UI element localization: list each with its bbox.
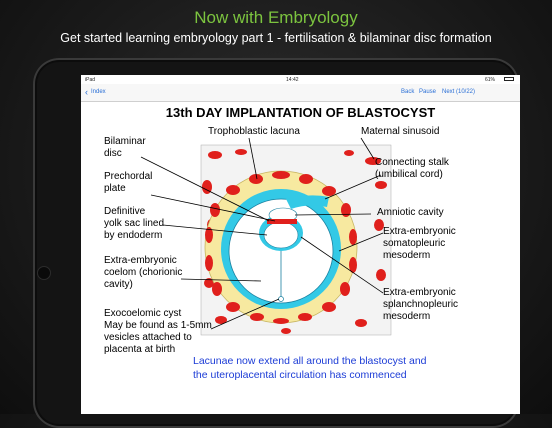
- promo-headline: Now with Embryology: [194, 8, 358, 27]
- next-button[interactable]: Next (10/22): [442, 89, 476, 95]
- label-trophoblastic-lacuna: Trophoblastic lacuna: [208, 126, 300, 137]
- promo-subheadline: Get started learning embryology part 1 -…: [60, 31, 492, 45]
- status-bar: iPad 14:42 61%: [81, 75, 520, 84]
- label-amniotic-cavity: Amniotic cavity: [377, 207, 444, 218]
- exocoelomic-cyst: [278, 296, 284, 302]
- trophoblastic-lacunae: [205, 171, 357, 324]
- slide-title: 13th DAY IMPLANTATION OF BLASTOCYST: [165, 105, 436, 120]
- battery-level: 61%: [485, 77, 496, 83]
- slide-caption: Lacunae now extend all around the blasto…: [193, 355, 427, 381]
- back-button[interactable]: Back: [401, 89, 415, 95]
- app-screen: iPad 14:42 61% ‹ Index Back Pause Next (…: [81, 75, 520, 414]
- index-button[interactable]: Index: [91, 89, 106, 95]
- leader-lines: [140, 137, 384, 330]
- chevron-left-icon[interactable]: ‹: [85, 87, 88, 97]
- label-maternal-sinusoid: Maternal sinusoid: [361, 126, 440, 137]
- connecting-stalk: [286, 195, 329, 209]
- yolk-sac: [263, 221, 299, 249]
- bilaminar-disc-shape: [267, 219, 297, 224]
- home-button[interactable]: [37, 266, 51, 280]
- pause-button[interactable]: Pause: [419, 89, 437, 95]
- clock: 14:42: [286, 77, 299, 83]
- blastocyst-diagram: [140, 137, 392, 336]
- nav-bar: ‹ Index Back Pause Next (10/22): [81, 84, 520, 102]
- battery-icon: [504, 77, 514, 81]
- label-connecting-stalk: Connecting stalk(umbilical cord): [375, 157, 449, 180]
- carrier-label: iPad: [85, 77, 96, 83]
